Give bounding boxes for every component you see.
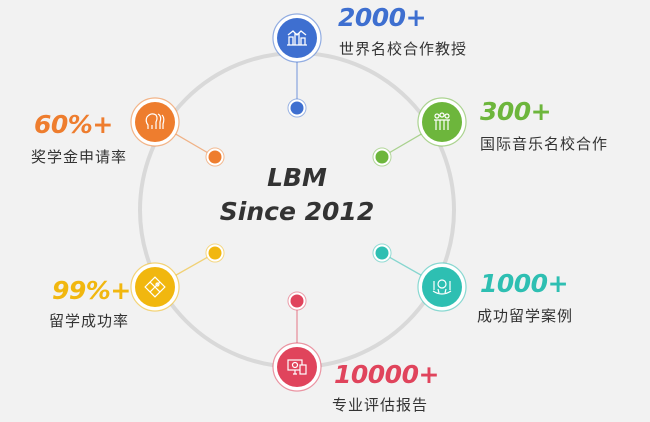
inner-dot xyxy=(205,147,225,167)
stat-node xyxy=(272,13,322,63)
inner-dot xyxy=(287,98,307,118)
inner-dot xyxy=(372,147,392,167)
people-group-icon xyxy=(434,112,450,130)
center-subtitle: Since 2012 xyxy=(219,197,375,226)
stat-label-scholarship: 奖学金申请率 xyxy=(31,148,128,166)
stat-value-reports: 10000+ xyxy=(334,360,439,389)
stat-label-cases: 成功留学案例 xyxy=(477,307,574,325)
heads-icon xyxy=(145,113,165,129)
computer-report-icon xyxy=(287,359,307,375)
stat-value-success-rate: 99%+ xyxy=(52,276,131,305)
inner-dot xyxy=(205,243,225,263)
inner-dot xyxy=(287,291,307,311)
stat-value-professors: 2000+ xyxy=(338,3,427,32)
stat-value-music-schools: 300+ xyxy=(480,97,552,126)
stat-node xyxy=(130,97,180,147)
stat-node xyxy=(417,262,467,312)
stat-value-scholarship: 60%+ xyxy=(34,110,113,139)
stat-node xyxy=(272,342,322,392)
stat-node xyxy=(130,262,180,312)
stat-label-reports: 专业评估报告 xyxy=(332,396,429,414)
puzzle-icon xyxy=(144,276,166,298)
trophy-icon xyxy=(432,279,452,295)
stat-label-music-schools: 国际音乐名校合作 xyxy=(480,135,609,153)
inner-dot xyxy=(372,243,392,263)
stat-label-success-rate: 留学成功率 xyxy=(49,312,130,330)
stat-node xyxy=(417,97,467,147)
stat-value-cases: 1000+ xyxy=(480,269,569,298)
stat-label-professors: 世界名校合作教授 xyxy=(339,40,468,58)
center-title: LBM xyxy=(267,163,327,192)
chart-buildings-icon xyxy=(287,30,307,46)
